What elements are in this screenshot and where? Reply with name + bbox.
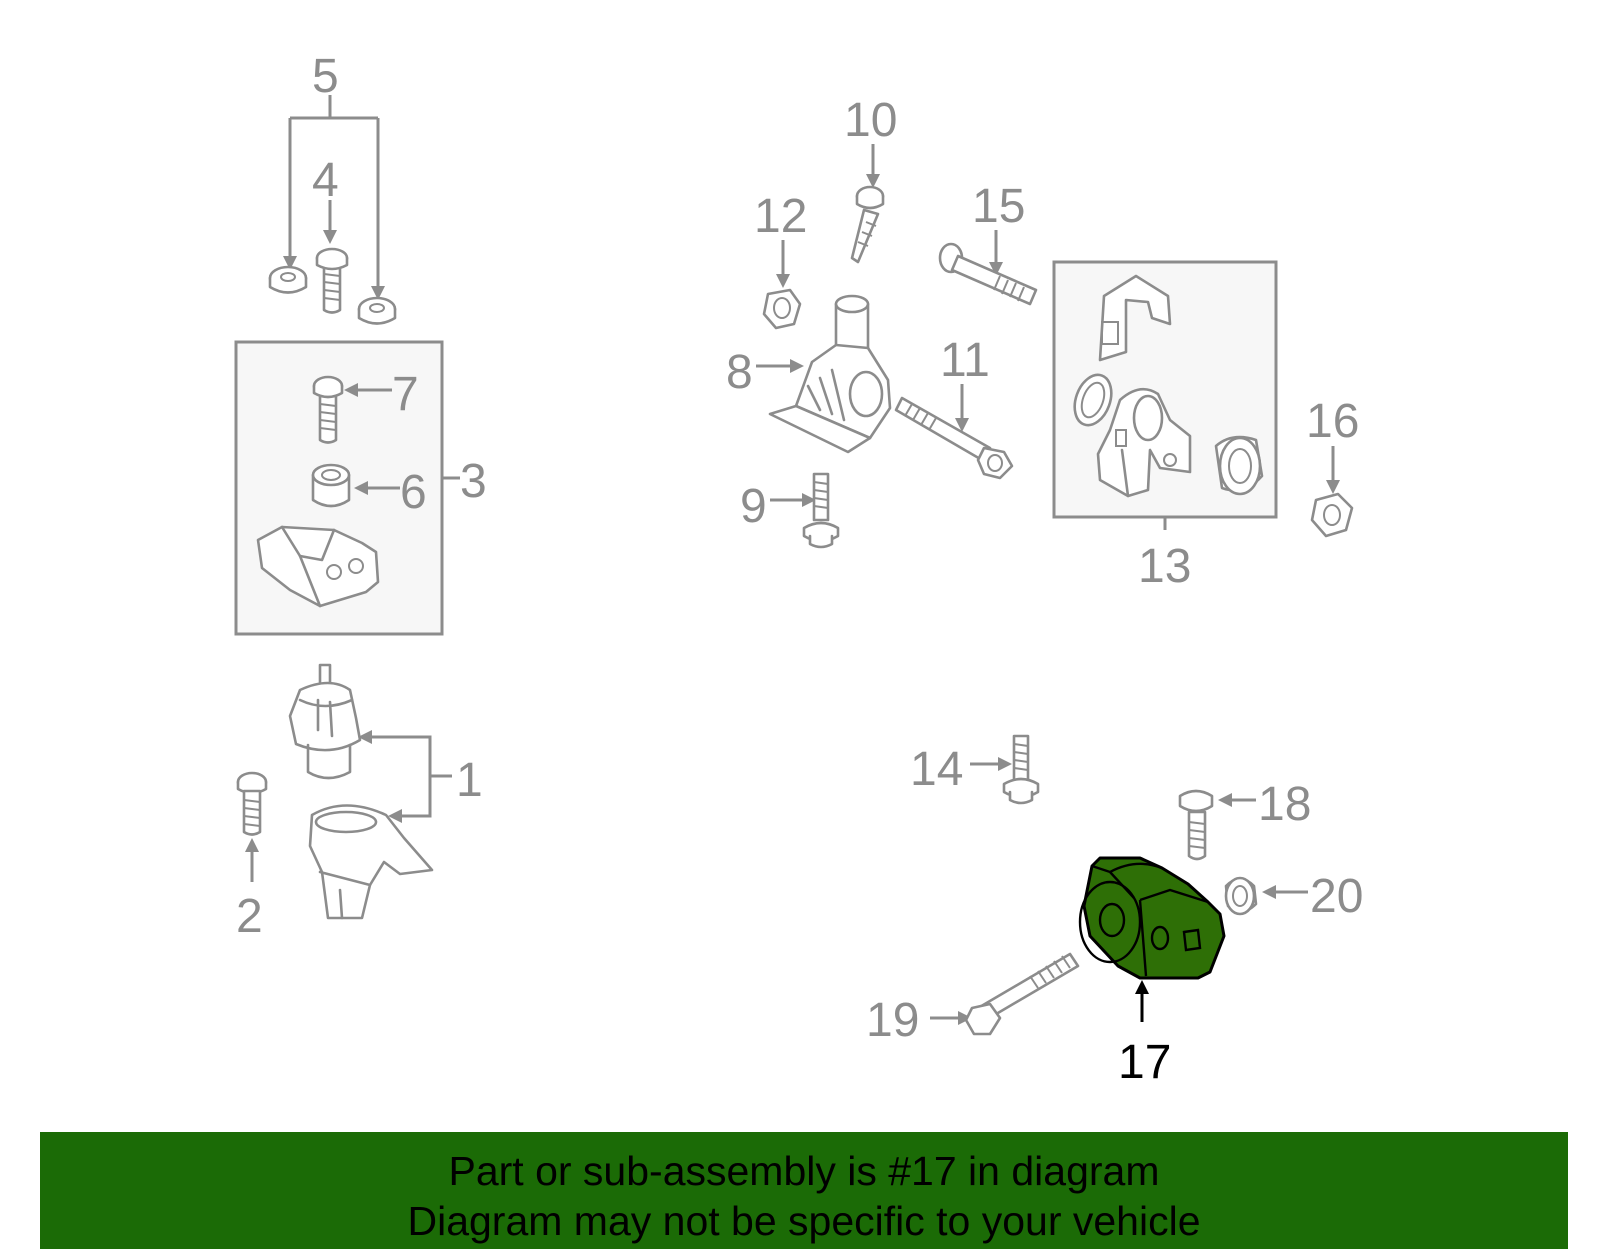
part-1-mount-upper[interactable] <box>288 663 362 780</box>
callout-2-leader <box>245 838 259 882</box>
callout-7[interactable]: 7 <box>392 368 419 421</box>
callout-9[interactable]: 9 <box>740 480 767 533</box>
callout-18[interactable]: 18 <box>1258 778 1311 831</box>
callout-5-leader <box>283 95 385 300</box>
part-7-bolt[interactable] <box>312 375 344 444</box>
part-18-bolt[interactable] <box>1178 789 1214 861</box>
banner-line-1: Part or sub-assembly is #17 in diagram <box>448 1148 1160 1194</box>
part-14-bolt[interactable] <box>1002 734 1040 805</box>
part-6-collar[interactable] <box>311 463 351 508</box>
part-5-nut-right[interactable] <box>357 296 397 325</box>
notice-banner: Part or sub-assembly is #17 in diagram D… <box>40 1132 1568 1249</box>
callout-8[interactable]: 8 <box>726 346 753 399</box>
part-11-bolt[interactable] <box>894 396 1014 480</box>
callout-9-leader <box>770 493 816 507</box>
part-19-bolt[interactable] <box>964 952 1080 1036</box>
part-16-nut[interactable] <box>1310 492 1354 538</box>
callout-16-leader <box>1326 446 1340 494</box>
callout-5[interactable]: 5 <box>312 50 339 103</box>
callout-8-leader <box>756 359 804 373</box>
callout-17-leader <box>1135 980 1149 1022</box>
callout-19-leader <box>930 1011 972 1025</box>
callout-3[interactable]: 3 <box>460 455 487 508</box>
callout-20[interactable]: 20 <box>1310 870 1363 923</box>
callout-11[interactable]: 11 <box>940 334 990 387</box>
callout-6[interactable]: 6 <box>400 466 427 519</box>
callout-4-leader <box>323 200 337 244</box>
part-3-bracket[interactable] <box>256 525 380 608</box>
callout-11-leader <box>955 384 969 432</box>
part-1-mount-lower[interactable] <box>308 804 434 920</box>
callout-14[interactable]: 14 <box>910 743 963 796</box>
part-4-bolt[interactable] <box>315 247 349 314</box>
callout-1-leader <box>358 730 452 823</box>
callout-2[interactable]: 2 <box>236 890 263 943</box>
callout-10[interactable]: 10 <box>844 94 897 147</box>
part-12-nut[interactable] <box>762 288 802 330</box>
callout-15[interactable]: 15 <box>972 180 1025 233</box>
part-9-bolt[interactable] <box>802 472 840 549</box>
callout-6-leader <box>354 481 400 495</box>
callout-12-leader <box>776 240 790 288</box>
callout-14-leader <box>970 757 1012 771</box>
callout-10-leader <box>866 144 880 188</box>
callout-19[interactable]: 19 <box>866 994 919 1047</box>
callout-4[interactable]: 4 <box>312 154 339 207</box>
part-8-bracket[interactable] <box>768 294 892 454</box>
callout-16[interactable]: 16 <box>1306 395 1359 448</box>
callout-7-leader <box>344 383 392 397</box>
callout-17[interactable]: 17 <box>1118 1036 1171 1089</box>
callout-12[interactable]: 12 <box>754 190 807 243</box>
callout-1[interactable]: 1 <box>456 754 483 807</box>
part-17-mount-highlighted[interactable] <box>1078 856 1226 980</box>
callout-18-leader <box>1218 793 1256 807</box>
callout-15-leader <box>989 230 1003 276</box>
part-13-ring[interactable] <box>1068 370 1118 430</box>
banner-line-2: Diagram may not be specific to your vehi… <box>407 1198 1201 1244</box>
callout-20-leader <box>1262 885 1308 899</box>
part-2-bolt[interactable] <box>236 771 268 836</box>
part-13-upper-bracket[interactable] <box>1098 274 1172 362</box>
part-13-lower-bracket[interactable] <box>1096 387 1192 498</box>
part-15-bolt[interactable] <box>938 242 1038 306</box>
part-5-nut-left[interactable] <box>268 265 308 294</box>
part-10-screw[interactable] <box>850 185 885 264</box>
part-13-bushing[interactable] <box>1214 435 1264 496</box>
part-20-washer[interactable] <box>1224 876 1258 916</box>
callout-13[interactable]: 13 <box>1138 540 1191 593</box>
